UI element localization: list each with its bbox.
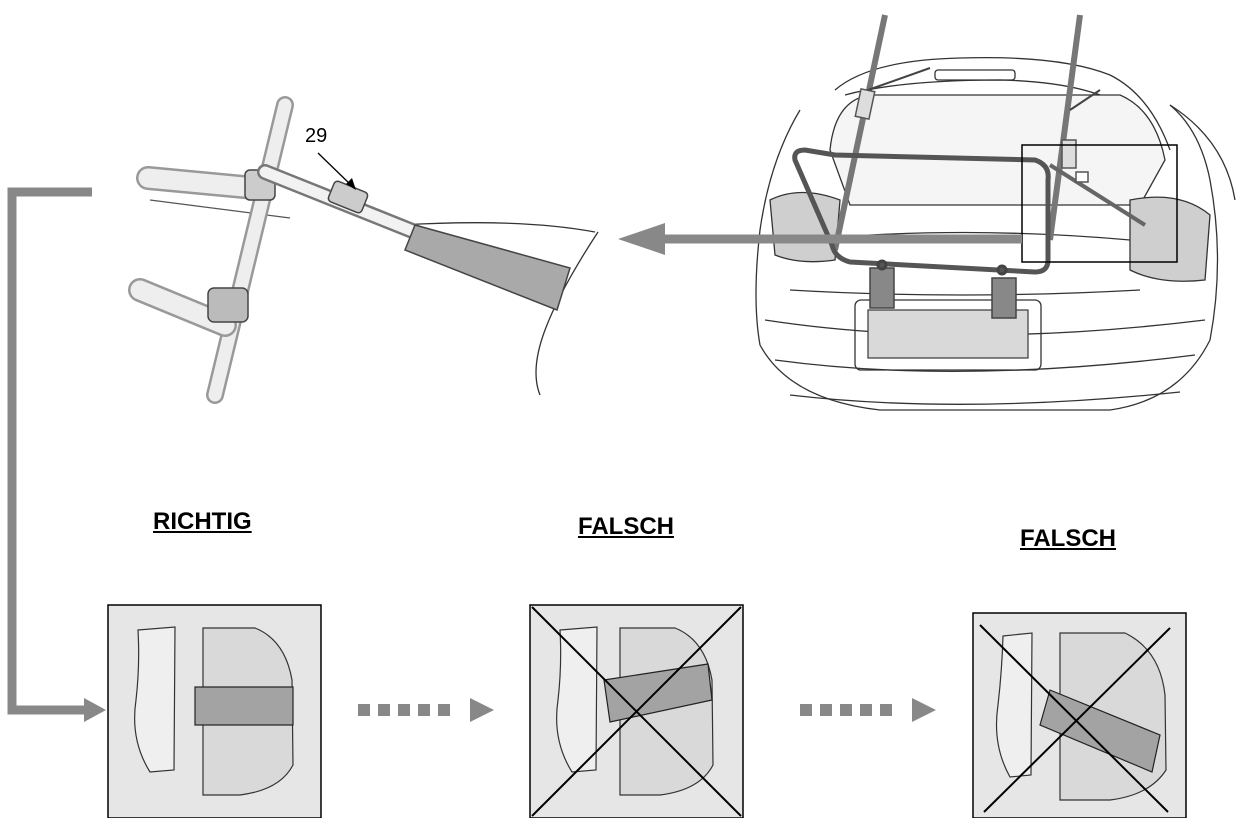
label-wrong-2: FALSCH <box>1020 525 1116 552</box>
zoomed-rack-detail <box>128 96 599 404</box>
dotted-arrow-1 <box>358 698 494 722</box>
panel-wrong-2 <box>972 612 1187 818</box>
panel-wrong-1 <box>529 604 744 818</box>
strap-wrong-1 <box>603 663 713 723</box>
dotted-arrow-2 <box>800 698 936 722</box>
panel-correct <box>107 604 322 818</box>
bike-rack-on-car <box>792 14 1147 319</box>
detail-arrow <box>618 223 1022 255</box>
strap-wrong-2 <box>1039 689 1161 773</box>
label-correct: RICHTIG <box>153 508 252 535</box>
car-rear-illustration <box>755 56 1236 411</box>
callout-leader-line <box>317 152 353 187</box>
strap-correct <box>194 686 294 726</box>
detail-highlight-box <box>1021 144 1178 263</box>
connector-arrow-to-correct <box>7 187 106 722</box>
label-wrong-1: FALSCH <box>578 513 674 540</box>
callout-number: 29 <box>305 125 328 147</box>
